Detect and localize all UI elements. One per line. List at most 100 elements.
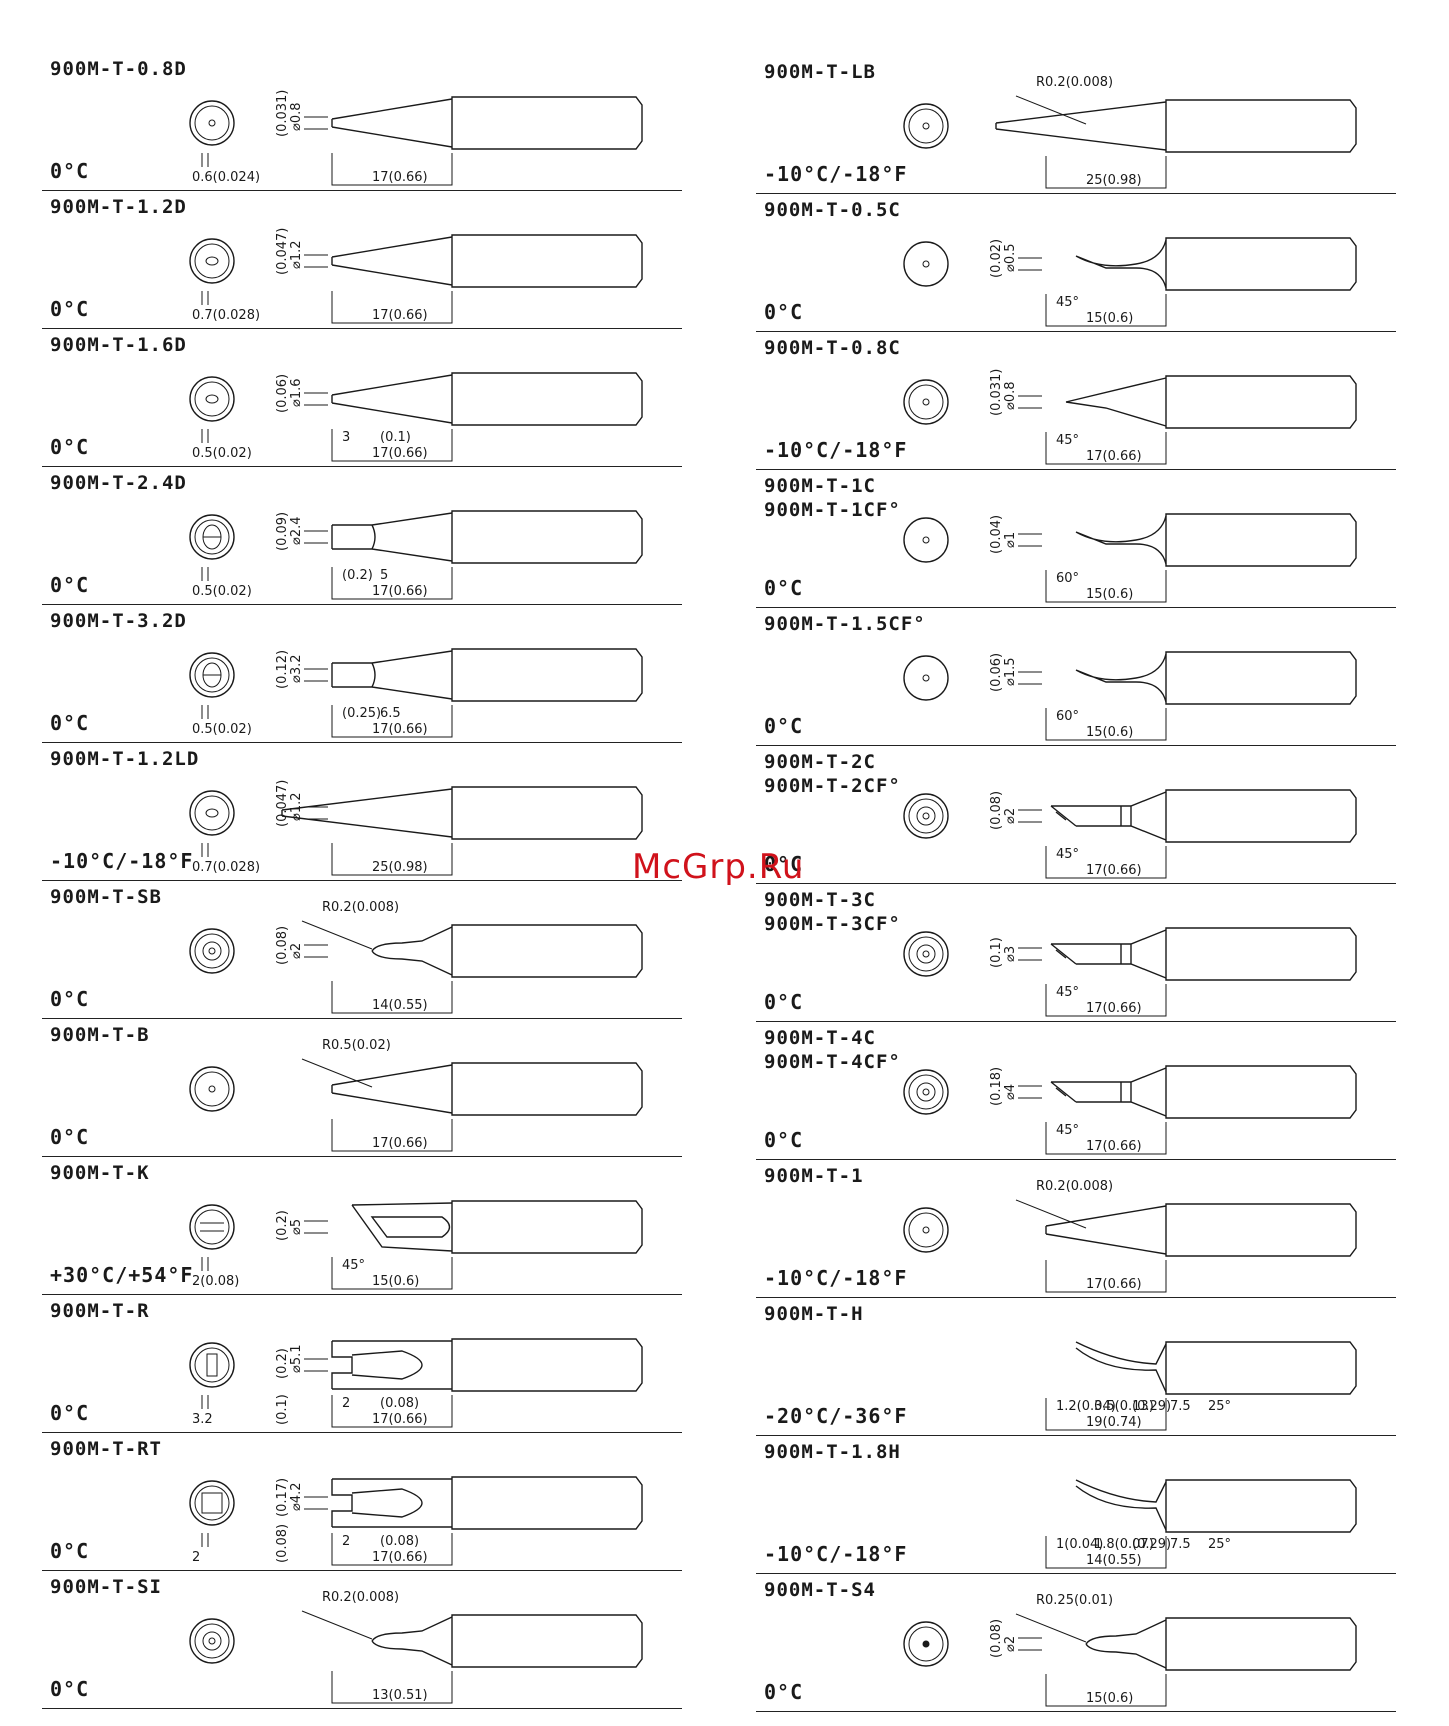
length-bracket — [331, 981, 453, 1014]
face-center-dot — [922, 1226, 930, 1234]
tip-drawing: ⌀5(0.2)2(0.08)45°15(0.6) — [189, 1200, 643, 1290]
tip-profile — [1050, 929, 1167, 979]
tip-face-view — [189, 1618, 235, 1664]
dimension-label: 60° — [1056, 571, 1079, 586]
length-bracket — [1045, 156, 1167, 189]
tip-profile — [331, 1478, 452, 1528]
tip-entry: 900M-T-K+30°C/+54°F⌀5(0.2)2(0.08)45°15(0… — [42, 1159, 682, 1295]
tip-model-label: 900M-T-1C 900M-T-1CF° — [764, 475, 901, 521]
face-outer-circle — [189, 1618, 235, 1664]
row-separator — [756, 1159, 1396, 1160]
tip-face-view — [903, 517, 949, 563]
face-inner-circle — [194, 243, 230, 279]
tip-profile — [331, 1340, 452, 1390]
tip-shank — [1165, 651, 1357, 705]
tip-face-view — [189, 100, 235, 146]
length-label: 17(0.66) — [372, 446, 428, 461]
face-oval — [205, 808, 219, 818]
thickness-label: 0.5(0.02) — [192, 446, 252, 461]
dimension-label: 3.5(0.13) — [1094, 1399, 1154, 1414]
tip-profile — [1085, 1619, 1167, 1669]
face-inner-circle — [908, 798, 944, 834]
tip-temperature-offset: 0°C — [50, 987, 90, 1011]
tip-side-view — [1075, 513, 1357, 567]
length-label: 13(0.51) — [372, 1688, 428, 1703]
face-center-dot — [208, 1637, 216, 1645]
length-bracket — [1045, 432, 1167, 465]
row-separator — [42, 190, 682, 191]
tip-shank — [451, 234, 643, 288]
diameter-inch-label: (0.18) — [989, 1067, 1004, 1106]
length-label: 17(0.66) — [372, 1136, 428, 1151]
diameter-label: ⌀5.1 — [289, 1344, 304, 1373]
tip-shank — [451, 924, 643, 978]
length-label: 15(0.6) — [1086, 1691, 1133, 1706]
face-oval — [205, 256, 219, 266]
watermark: McGrp.Ru — [632, 847, 805, 887]
face-inner-circle — [194, 1209, 230, 1245]
tip-temperature-offset: 0°C — [50, 1125, 90, 1149]
tip-profile — [1050, 1067, 1167, 1117]
dimension-label: (0.2) — [342, 568, 373, 583]
tip-side-view — [1050, 927, 1357, 981]
thickness-label: 0.7(0.028) — [192, 860, 260, 875]
tip-shank — [1165, 1065, 1357, 1119]
face-rect — [206, 1353, 218, 1377]
row-separator — [756, 883, 1396, 884]
tip-face-view — [189, 928, 235, 974]
diameter-inch-label: (0.031) — [989, 369, 1004, 416]
thickness-label: 0.5(0.02) — [192, 722, 252, 737]
face-inner-circle — [194, 1347, 230, 1383]
tip-side-view — [1085, 1617, 1357, 1671]
tip-shank — [1165, 237, 1357, 291]
length-label: 17(0.66) — [1086, 449, 1142, 464]
diameter-inch-label: (0.09) — [275, 512, 290, 551]
tip-temperature-offset: 0°C — [50, 573, 90, 597]
row-separator — [756, 1297, 1396, 1298]
radius-leader — [1015, 1613, 1087, 1643]
tip-model-label: 900M-T-0.8D — [50, 58, 187, 80]
tip-shank — [451, 1476, 643, 1530]
dimension-label: 7.5 — [1170, 1399, 1191, 1414]
tip-profile — [331, 98, 453, 148]
length-bracket — [331, 1395, 453, 1428]
tip-face-view — [903, 1621, 949, 1667]
length-bracket — [1045, 846, 1167, 879]
tip-profile — [995, 101, 1167, 151]
length-label: 17(0.66) — [1086, 863, 1142, 878]
tip-side-view — [1050, 789, 1357, 843]
radius-leader — [301, 920, 373, 950]
tip-drawing: ⌀4(0.18)45°17(0.66) — [903, 1065, 1357, 1155]
length-bracket — [1045, 570, 1167, 603]
thickness-label: 2(0.08) — [192, 1274, 239, 1289]
diameter-inch-label: (0.08) — [989, 1619, 1004, 1658]
face-inner-circle — [908, 1212, 944, 1248]
length-label: 15(0.6) — [372, 1274, 419, 1289]
dimension-label: (0.08) — [380, 1534, 419, 1549]
face-outer-circle — [189, 1066, 235, 1112]
length-label: 17(0.66) — [372, 308, 428, 323]
face-ring — [916, 944, 936, 964]
diameter-label: ⌀5 — [289, 1219, 304, 1235]
tip-face-view — [903, 1207, 949, 1253]
tip-drawing: R0.2(0.008)25(0.98) — [903, 75, 1357, 189]
diameter-label: ⌀1.2 — [289, 240, 304, 269]
tip-temperature-offset: 0°C — [50, 1677, 90, 1701]
diameter-label: ⌀4.2 — [289, 1482, 304, 1511]
tip-face-view — [189, 514, 235, 560]
tip-side-view — [331, 510, 643, 564]
tip-drawing: ⌀1.2(0.047)0.7(0.028)25(0.98) — [189, 780, 643, 876]
tip-face-view — [903, 793, 949, 839]
face-inner-circle — [194, 381, 230, 417]
dimension-label: (0.1) — [380, 430, 411, 445]
row-separator — [42, 466, 682, 467]
length-label: 15(0.6) — [1086, 725, 1133, 740]
tip-profile — [1075, 239, 1167, 289]
diameter-label: ⌀2 — [1003, 1636, 1018, 1652]
